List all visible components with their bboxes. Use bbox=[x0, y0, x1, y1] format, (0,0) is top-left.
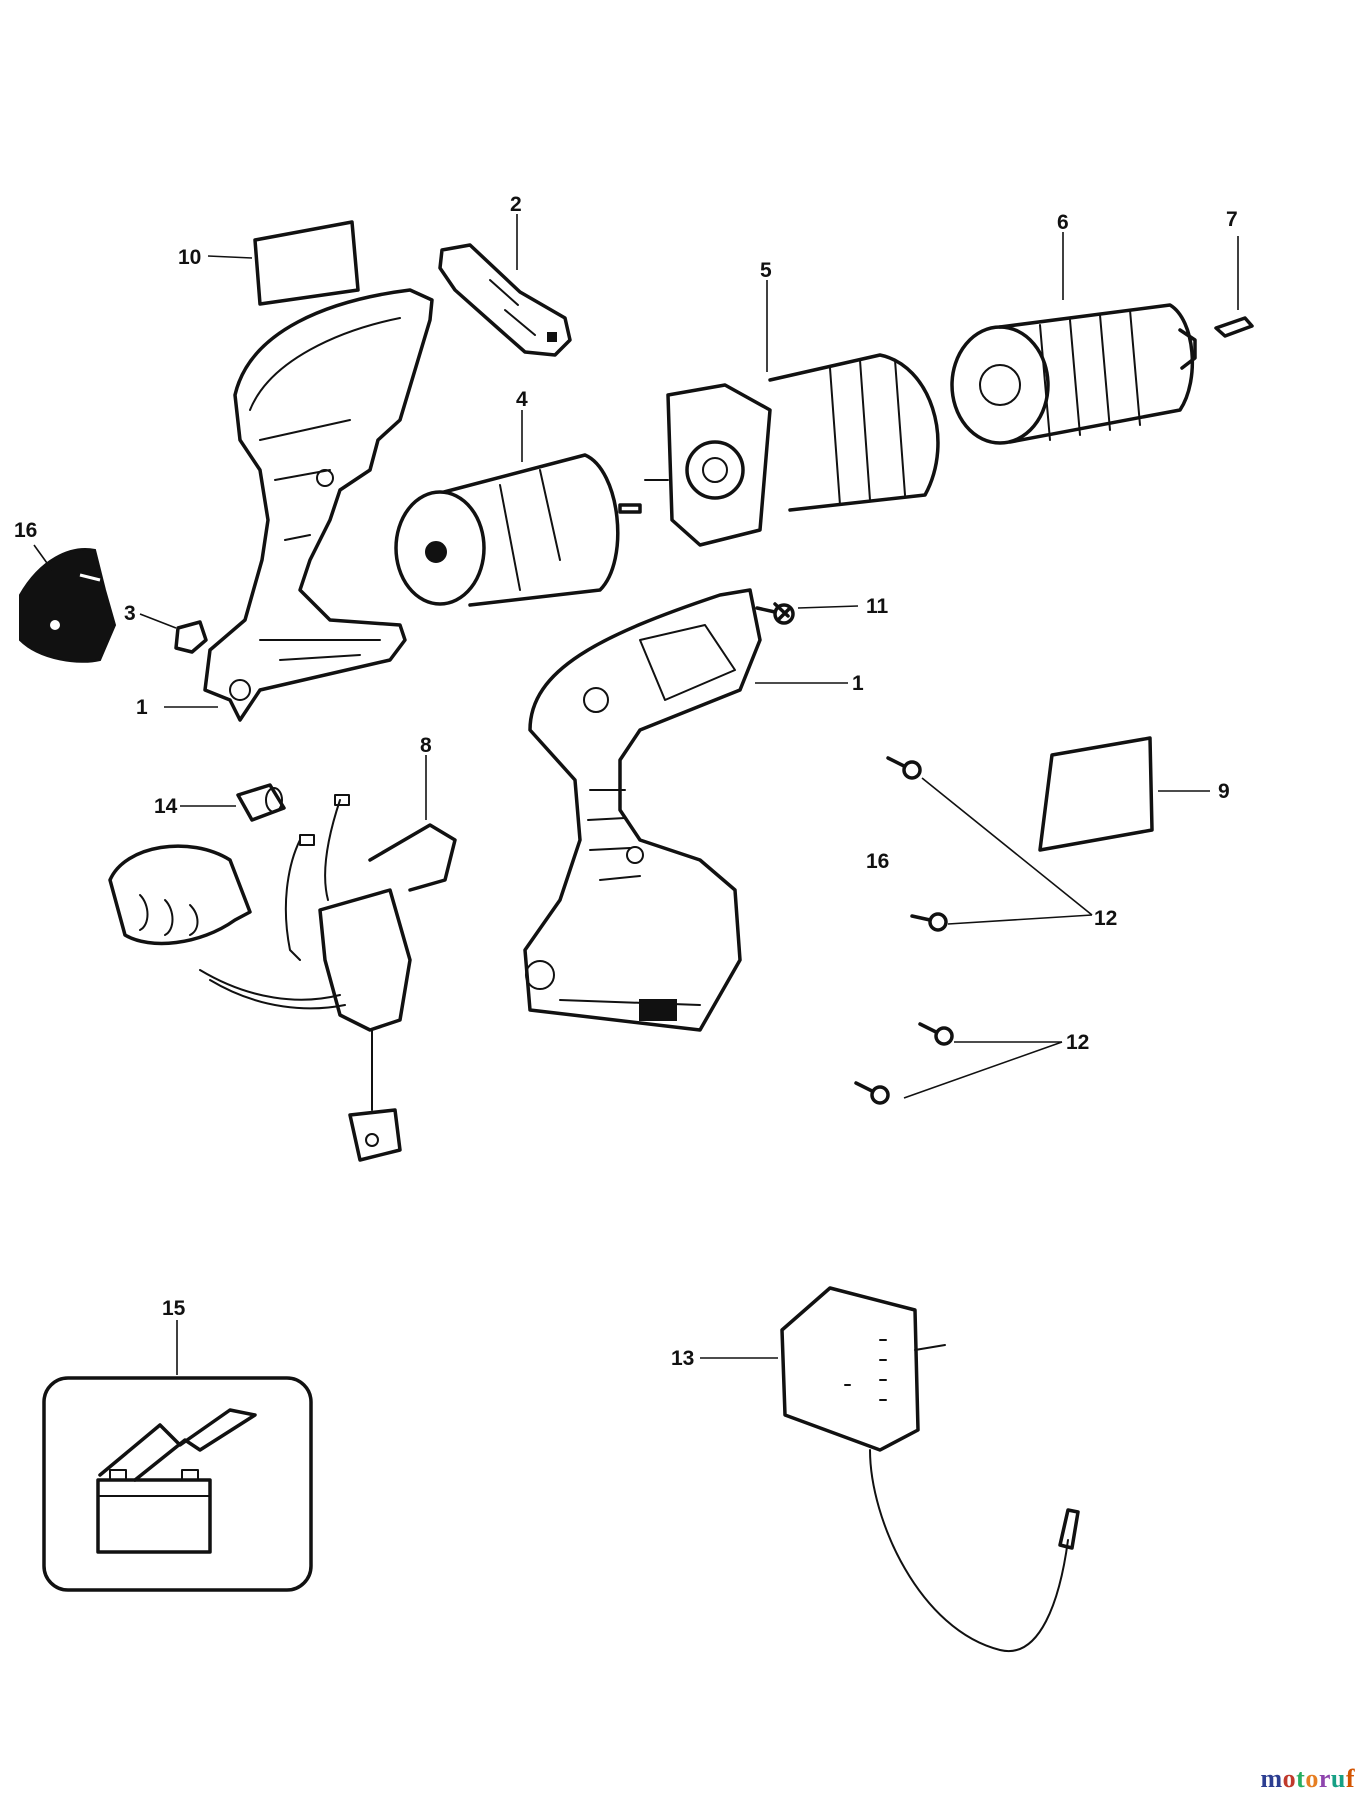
part-6-chuck bbox=[950, 303, 1197, 445]
watermark-letter: o bbox=[1282, 1764, 1297, 1793]
callout-10: 10 bbox=[178, 246, 201, 269]
watermark-letter: u bbox=[1330, 1764, 1346, 1793]
part-7-chuck-screw bbox=[1214, 316, 1254, 338]
callout-8: 8 bbox=[420, 734, 432, 757]
leader-3 bbox=[139, 613, 177, 629]
part-13-charger bbox=[780, 1286, 1080, 1653]
watermark-letter: m bbox=[1260, 1764, 1283, 1793]
watermark-text: motoruf bbox=[1260, 1764, 1355, 1793]
watermark-letter: r bbox=[1318, 1764, 1331, 1793]
part-4-motor bbox=[394, 453, 642, 607]
watermark-logo: motoruf bbox=[1260, 1764, 1355, 1794]
part-9-label bbox=[1038, 736, 1154, 852]
leader-12a-2 bbox=[947, 914, 1093, 925]
part-1-housing-right-half bbox=[523, 588, 762, 1032]
leader-16a bbox=[33, 544, 53, 571]
callout-4: 4 bbox=[516, 388, 528, 411]
callout-15: 15 bbox=[162, 1297, 186, 1320]
part-12-screws bbox=[854, 756, 954, 1105]
leader-10 bbox=[207, 255, 253, 259]
part-2-brush-holder bbox=[438, 243, 572, 357]
part-5-gearbox bbox=[644, 353, 940, 547]
callout-11: 11 bbox=[866, 595, 889, 618]
callout-13: 13 bbox=[671, 1347, 694, 1370]
callout-2: 2 bbox=[510, 193, 522, 216]
callout-1b: 1 bbox=[852, 672, 864, 695]
watermark-letter: t bbox=[1296, 1764, 1306, 1793]
part-10-label bbox=[253, 220, 360, 306]
part-8-switch-assembly bbox=[108, 794, 457, 1162]
callout-1a: 1 bbox=[136, 696, 148, 719]
callout-7: 7 bbox=[1226, 208, 1238, 231]
callout-12b: 12 bbox=[1066, 1031, 1089, 1054]
part-15-battery-symbol bbox=[42, 1376, 313, 1592]
callout-16a: 16 bbox=[14, 519, 37, 542]
part-3-clip bbox=[174, 620, 208, 654]
watermark-letter: o bbox=[1305, 1764, 1319, 1793]
callout-12a: 12 bbox=[1094, 907, 1117, 930]
callout-3: 3 bbox=[124, 602, 136, 625]
part-11-screw bbox=[755, 602, 795, 625]
leader-12a-1 bbox=[921, 777, 1093, 916]
callout-6: 6 bbox=[1057, 211, 1069, 234]
part-14-roller bbox=[236, 783, 286, 822]
callout-16b: 16 bbox=[866, 850, 889, 873]
callout-9: 9 bbox=[1218, 780, 1230, 803]
watermark-letter: f bbox=[1345, 1764, 1355, 1793]
callout-5: 5 bbox=[760, 259, 772, 282]
leader-12b-2 bbox=[903, 1041, 1063, 1099]
part-1-housing-left-half bbox=[203, 288, 434, 722]
leader-11 bbox=[797, 605, 859, 609]
callout-14: 14 bbox=[154, 795, 178, 818]
part-16-label bbox=[19, 548, 117, 663]
